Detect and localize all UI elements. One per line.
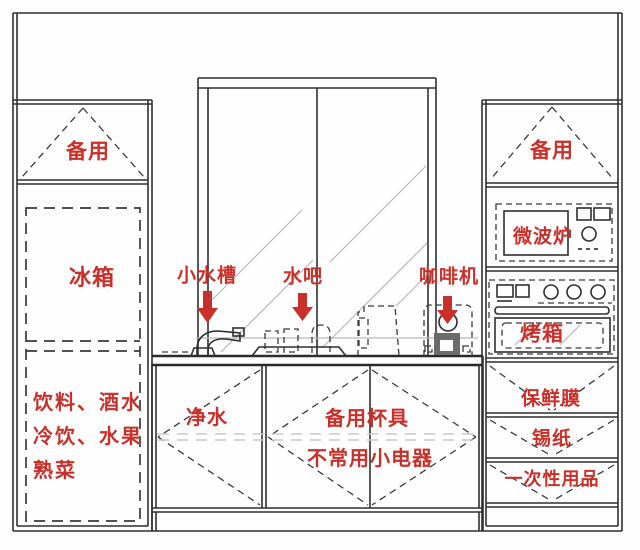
fridge-item: 饮料、酒水 xyxy=(33,390,143,414)
water-purifier-label: 净水 xyxy=(186,405,228,429)
label-arrows xyxy=(197,291,458,324)
water-dispenser-drawing xyxy=(357,305,400,357)
disposables-drawer-label: 一次性用品 xyxy=(504,469,600,490)
cling-film-drawer-label: 保鲜膜 xyxy=(520,387,582,410)
water-bar-label: 水吧 xyxy=(282,265,324,288)
oven-drawing xyxy=(488,279,615,355)
base-cabinet-drawing xyxy=(151,356,484,531)
microwave-drawing xyxy=(495,203,613,262)
left-spare-label: 备用 xyxy=(66,139,110,164)
tin-foil-drawer-label: 锡纸 xyxy=(531,427,573,450)
right-cabinet-drawing xyxy=(481,99,622,531)
fridge-label: 冰箱 xyxy=(68,266,116,291)
down-arrow-icon xyxy=(437,296,458,324)
rare-appliances-label: 不常用小电器 xyxy=(307,446,433,470)
oven-label: 烤箱 xyxy=(520,321,564,346)
faucet-drawing xyxy=(162,327,245,357)
spare-cups-label: 备用杯具 xyxy=(325,406,409,430)
microwave-label: 微波炉 xyxy=(512,225,574,248)
down-arrow-icon xyxy=(197,291,218,323)
fridge-item: 熟菜 xyxy=(33,458,77,482)
sink-label: 小水槽 xyxy=(176,264,238,287)
right-spare-label: 备用 xyxy=(530,138,574,163)
down-arrow-icon xyxy=(292,293,313,321)
coffee-machine-label: 咖啡机 xyxy=(418,265,480,288)
cups-drawing xyxy=(251,324,347,357)
fridge-contents-list: 饮料、酒水 冷饮、水果 熟菜 xyxy=(33,385,143,487)
fridge-item: 冷饮、水果 xyxy=(33,424,143,448)
wall-glass-cabinet-drawing xyxy=(197,77,437,356)
